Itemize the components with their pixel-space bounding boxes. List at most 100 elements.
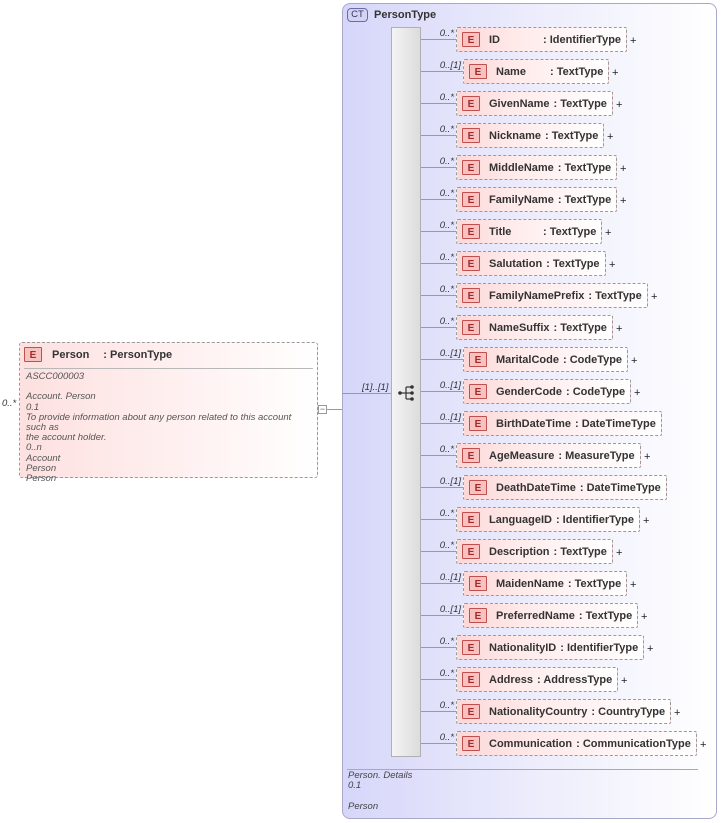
child-connector-line xyxy=(421,519,456,520)
child-element-id[interactable]: E ID : IdentifierType xyxy=(456,27,628,52)
child-multiplicity: 0..* xyxy=(439,220,454,231)
child-connector-line xyxy=(421,103,456,104)
expand-plus-icon[interactable]: + xyxy=(641,611,648,623)
expand-plus-icon[interactable]: + xyxy=(674,707,681,719)
expand-plus-icon[interactable]: + xyxy=(621,675,628,687)
child-element-name: AgeMeasure xyxy=(489,449,555,462)
child-connector-line xyxy=(421,199,456,200)
child-element-type: : TextType xyxy=(544,129,599,142)
annotation-line: Person xyxy=(348,801,379,813)
sequence-multiplicity: [1]..[1] xyxy=(362,382,389,393)
child-element-type: : TextType xyxy=(553,545,607,558)
element-icon: E xyxy=(462,320,480,335)
child-element-type: : CodeType xyxy=(562,353,623,366)
annotation-line: Person xyxy=(26,462,57,474)
expand-plus-icon[interactable]: + xyxy=(634,387,641,399)
expand-plus-icon[interactable]: + xyxy=(631,355,638,367)
expand-plus-icon[interactable]: + xyxy=(643,515,650,527)
child-element-name: Title xyxy=(489,225,512,238)
child-connector-line xyxy=(421,743,456,744)
expand-plus-icon[interactable]: + xyxy=(605,227,612,239)
expand-plus-icon[interactable]: + xyxy=(630,35,637,47)
complex-type-icon: CT xyxy=(347,8,368,22)
person-annotation: ASCC000003 Account. Person 0.1 To provid… xyxy=(26,371,313,485)
element-icon: E xyxy=(469,480,487,495)
child-element-type: : CommunicationType xyxy=(576,737,691,750)
person-element-header: E Person : PersonType xyxy=(24,347,172,362)
expand-plus-icon[interactable]: + xyxy=(620,195,627,207)
expand-plus-icon[interactable]: + xyxy=(612,67,619,79)
child-multiplicity: 0..* xyxy=(439,732,454,743)
person-element-box[interactable]: E Person : PersonType ASCC000003 Account… xyxy=(19,342,318,484)
expand-plus-icon[interactable]: + xyxy=(616,547,623,559)
expand-plus-icon[interactable]: + xyxy=(647,643,654,655)
expand-plus-icon[interactable]: + xyxy=(630,579,637,591)
element-icon: E xyxy=(469,64,487,79)
element-icon: E xyxy=(469,384,487,399)
child-element-name: MaidenName xyxy=(496,577,564,590)
connector-line xyxy=(327,409,342,410)
child-connector-line xyxy=(421,423,463,424)
annotation-line: Person xyxy=(26,473,57,485)
child-multiplicity: 0..* xyxy=(439,316,454,327)
expand-plus-icon[interactable]: + xyxy=(700,739,707,751)
child-connector-line xyxy=(421,551,456,552)
child-multiplicity: 0..[1] xyxy=(439,572,461,583)
annotation-line: Account. Person xyxy=(26,391,96,403)
expand-plus-icon[interactable]: + xyxy=(607,131,614,143)
annotation-line: ASCC000003 xyxy=(26,371,85,382)
element-icon: E xyxy=(462,544,480,559)
child-element-type: : TextType xyxy=(553,321,607,334)
expand-plus-icon[interactable]: + xyxy=(616,99,623,111)
annotation-line: 0..n xyxy=(26,442,42,454)
child-multiplicity: 0..* xyxy=(439,28,454,39)
child-element-description[interactable]: E Description: TextType xyxy=(456,539,613,564)
element-icon: E xyxy=(462,160,480,175)
child-element-type: : CodeType xyxy=(566,385,626,398)
element-icon: E xyxy=(469,576,487,591)
expand-plus-icon[interactable]: + xyxy=(609,259,616,271)
child-element-name: MaritalCode xyxy=(496,353,559,366)
person-divider xyxy=(24,368,313,369)
child-element-name: Description xyxy=(489,545,550,558)
collapse-toggle-icon[interactable]: − xyxy=(318,404,327,414)
element-icon: E xyxy=(462,32,480,47)
child-element-name: ID xyxy=(489,33,500,46)
child-connector-line xyxy=(421,71,463,72)
expand-plus-icon[interactable]: + xyxy=(616,323,623,335)
child-connector-line xyxy=(421,359,463,360)
child-connector-line xyxy=(421,327,456,328)
child-element-name: Communication xyxy=(489,737,573,750)
child-element-type: : AddressType xyxy=(537,673,613,686)
expand-plus-icon[interactable]: + xyxy=(620,163,627,175)
annotation-line: 0.1 xyxy=(348,780,362,792)
child-element-name: Address xyxy=(489,673,534,686)
child-element-type: : IdentifierType xyxy=(543,33,622,46)
child-connector-line xyxy=(421,167,456,168)
child-element-type: : TextType xyxy=(557,193,612,206)
annotation-line: To provide information about any person … xyxy=(26,411,292,433)
expand-plus-icon[interactable]: + xyxy=(651,291,658,303)
expand-plus-icon[interactable]: + xyxy=(644,451,651,463)
